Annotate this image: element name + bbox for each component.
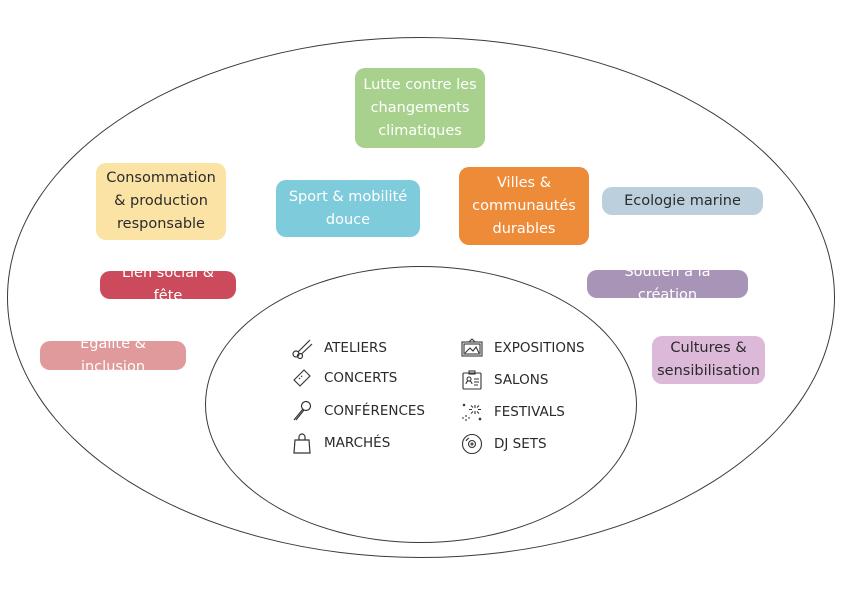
scissors-icon xyxy=(292,339,313,360)
shopping-bag-icon xyxy=(293,433,311,454)
badge-icon xyxy=(462,370,482,390)
activity-expositions: EXPOSITIONS xyxy=(460,336,585,360)
fireworks-icon xyxy=(462,403,482,421)
ticket-icon xyxy=(293,369,311,387)
vinyl-disc-icon xyxy=(461,433,483,455)
theme-lien-social: Lien social & fête xyxy=(100,265,236,304)
outer-ellipse xyxy=(7,37,835,558)
activity-festivals: FESTIVALS xyxy=(460,400,565,424)
activity-concerts: CONCERTS xyxy=(290,366,397,390)
microphone-icon xyxy=(293,400,312,421)
activity-salons: SALONS xyxy=(460,368,548,392)
activity-conferences: CONFÉRENCES xyxy=(290,399,425,423)
activity-dj-sets: DJ SETS xyxy=(460,432,547,456)
framed-picture-icon xyxy=(461,338,483,357)
activity-ateliers: ATELIERS xyxy=(290,336,387,360)
inner-ellipse xyxy=(205,266,637,543)
theme-egalite: Égalité & inclusion xyxy=(40,336,186,375)
theme-soutien: Soutien à la création xyxy=(587,264,748,303)
theme-ecologie: Ecologie marine xyxy=(602,187,763,215)
theme-cultures: Cultures &sensibilisation xyxy=(652,336,765,384)
activity-marches: MARCHÉS xyxy=(290,431,390,455)
